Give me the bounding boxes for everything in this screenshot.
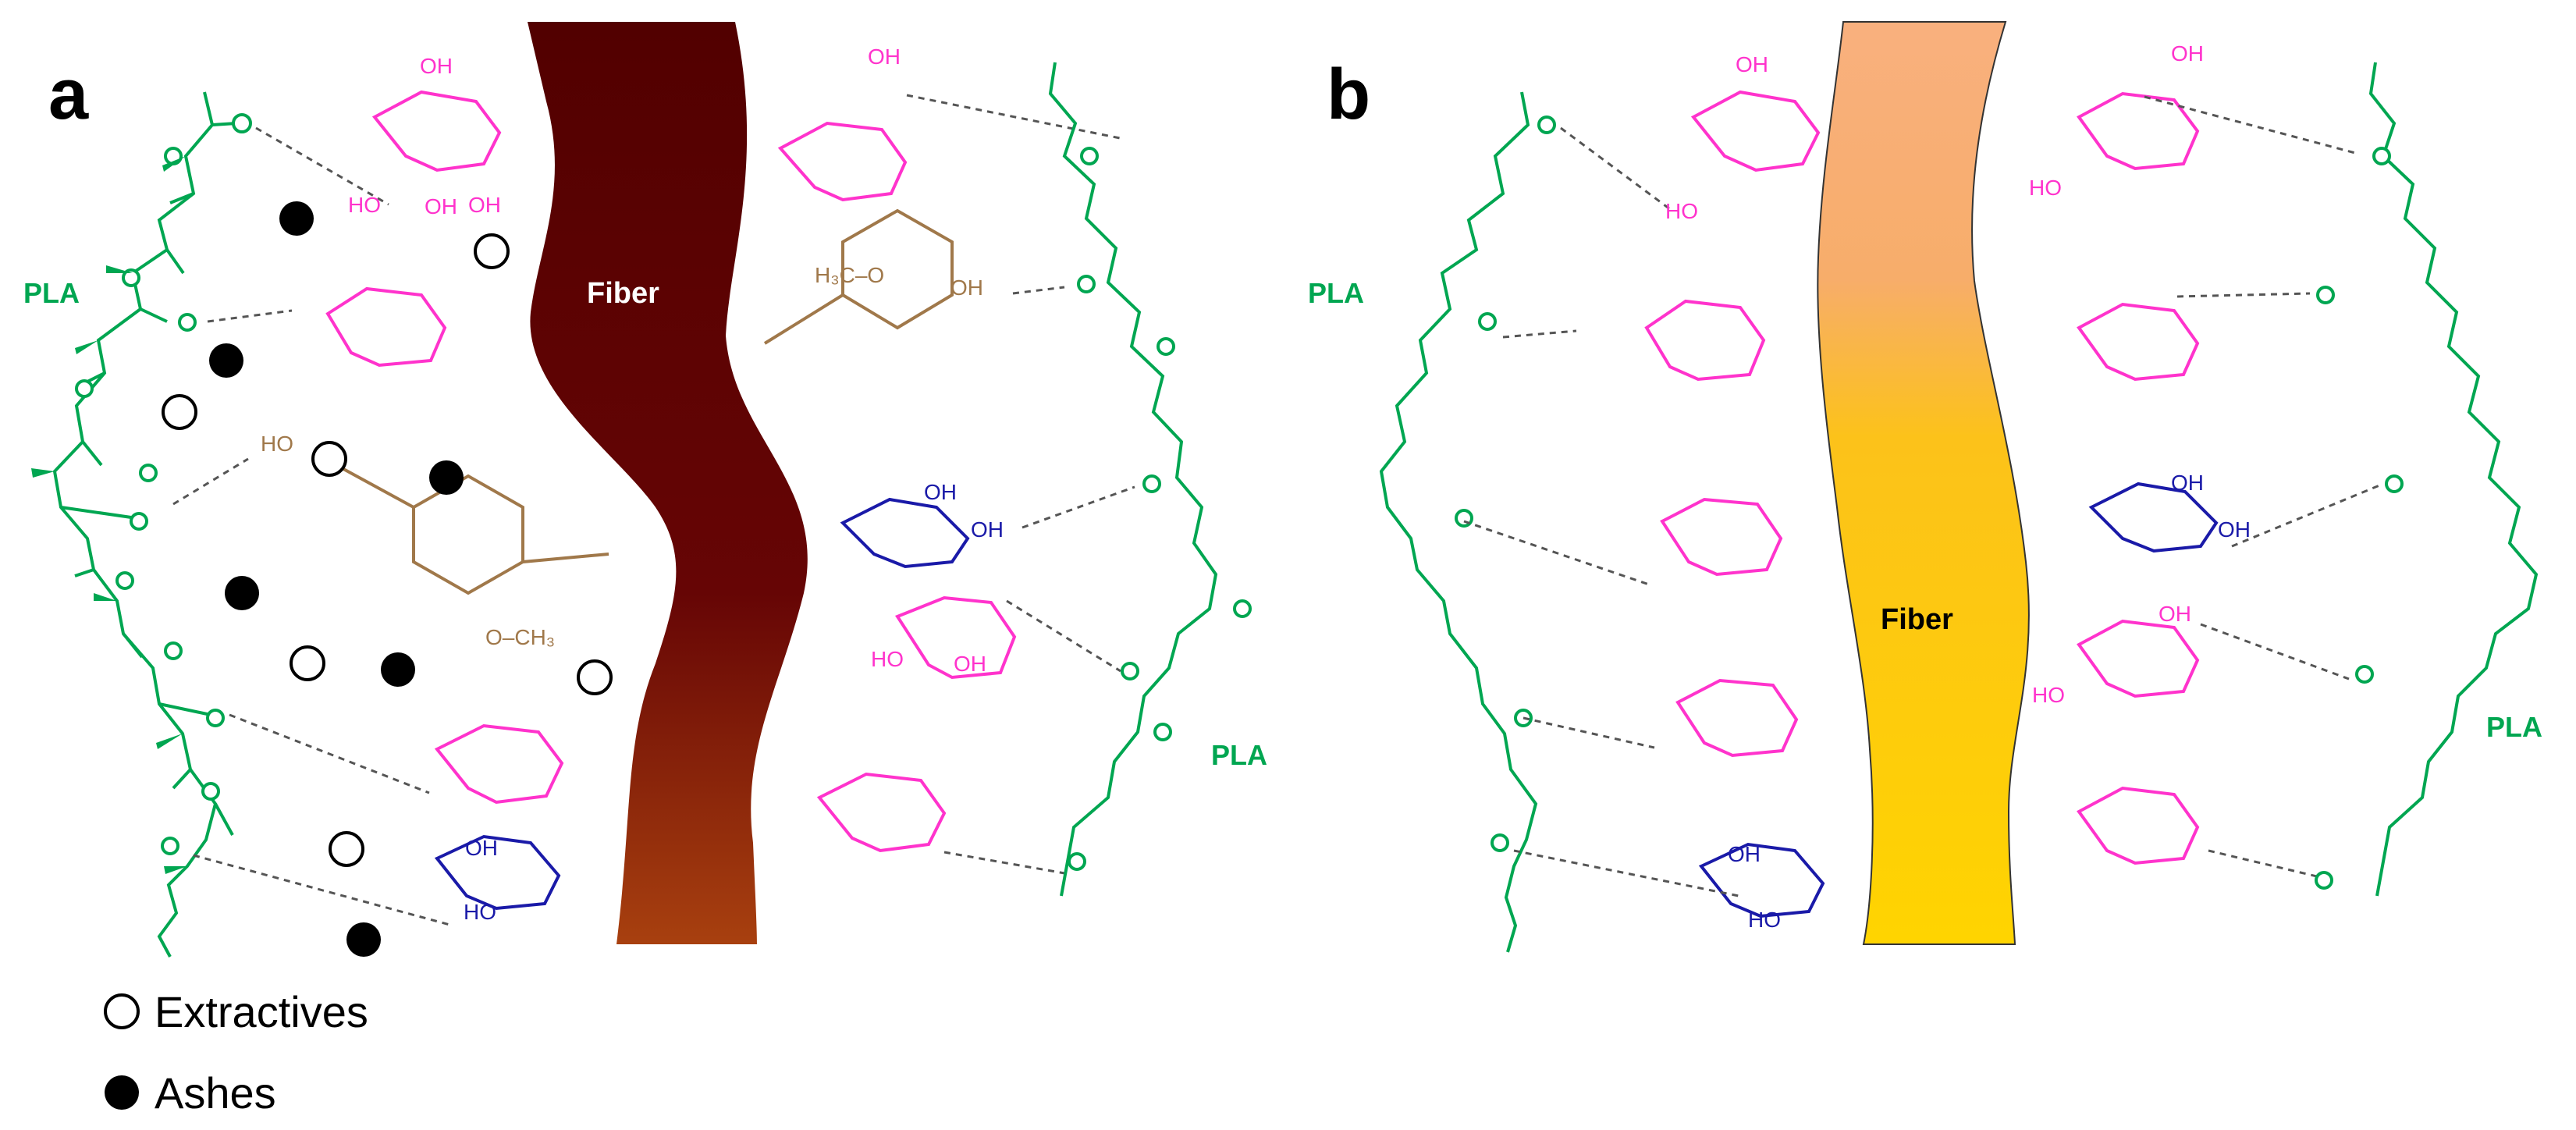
cellulose-units-a <box>325 90 1017 853</box>
fiber-label-a: Fiber <box>587 277 659 310</box>
pla-label-right-b: PLA <box>2486 711 2542 743</box>
extractive-particles-a <box>162 233 613 867</box>
ash-particles-a <box>209 201 464 957</box>
oh-label: OH <box>425 194 457 219</box>
pla-methyl-wedges-left-a <box>31 156 187 874</box>
fiber-label-b: Fiber <box>1881 603 1953 636</box>
ho-label: HO <box>464 900 496 924</box>
oh-label: OH <box>924 480 957 504</box>
panel-b: b PLA Fiber <box>1308 21 2542 953</box>
oh-label: OH <box>1736 52 1768 76</box>
pla-chain-left-b <box>1379 91 1538 953</box>
oh-label: OH <box>468 193 501 217</box>
ho-label: HO <box>348 193 381 217</box>
hemicellulose-units-a <box>434 497 970 911</box>
ho-label: HO <box>1748 908 1781 932</box>
oh-label: OH <box>465 836 498 860</box>
oh-label: OH <box>954 652 986 676</box>
oh-label: OH <box>2171 471 2204 495</box>
ho-label: HO <box>871 647 904 671</box>
och3-label: O–CH₃ <box>485 625 555 649</box>
pla-chain-right-a <box>1048 62 1218 897</box>
ho-label: HO <box>1665 199 1698 223</box>
ho-label: HO <box>2032 683 2065 707</box>
legend-ashes-marker <box>105 1075 139 1110</box>
pla-oxygens-right-a <box>1068 147 1252 871</box>
oh-label: OH <box>971 517 1004 542</box>
h3co-label: H₃C–O <box>815 263 884 287</box>
pla-label-left-b: PLA <box>1308 277 1364 309</box>
panel-a-letter: a <box>48 55 89 134</box>
fiber-b <box>1817 21 2030 945</box>
cellulose-labels-b: OH HO OH HO OH HO <box>1665 41 2204 707</box>
hemicellulose-units-b <box>1698 481 2219 919</box>
legend-ashes-label: Ashes <box>155 1068 276 1118</box>
fiber-a <box>528 22 808 944</box>
oh-label: OH <box>1728 842 1761 866</box>
legend-extractives-label: Extractives <box>155 987 368 1036</box>
cellulose-units-b <box>1644 90 2200 865</box>
pla-chain-right-b <box>2368 62 2539 897</box>
oh-label: OH <box>868 44 901 69</box>
hemicellulose-labels-b: OH OH OH HO <box>1728 471 2251 932</box>
legend: Extractives Ashes <box>104 987 368 1118</box>
cellulose-labels-a: OH HO OH OH OH OH HO <box>348 44 986 676</box>
ho-label: HO <box>261 432 293 456</box>
pla-label-right-a: PLA <box>1211 739 1267 771</box>
pla-chain-left-a <box>52 91 237 958</box>
panel-a: a <box>23 22 1267 958</box>
hbond-lines-a <box>172 94 1135 927</box>
oh-label: OH <box>420 54 453 78</box>
ho-label: HO <box>2029 176 2062 200</box>
hemicellulose-labels-a: OH OH HO OH <box>464 480 1004 924</box>
oh-label: OH <box>2218 517 2251 542</box>
hbond-lines-b <box>1463 95 2384 897</box>
oh-label: OH <box>2159 602 2191 626</box>
pla-oxygens-right-b <box>2315 147 2404 890</box>
pla-oxygens-left-b <box>1455 115 1556 852</box>
oh-label: OH <box>2171 41 2204 66</box>
pla-label-left-a: PLA <box>23 277 80 309</box>
oh-label: OH <box>950 275 983 300</box>
panel-b-letter: b <box>1327 55 1370 134</box>
legend-extractives-marker <box>104 993 140 1029</box>
lignin-labels-a: H₃C–O OH O–CH₃ HO <box>261 263 983 649</box>
